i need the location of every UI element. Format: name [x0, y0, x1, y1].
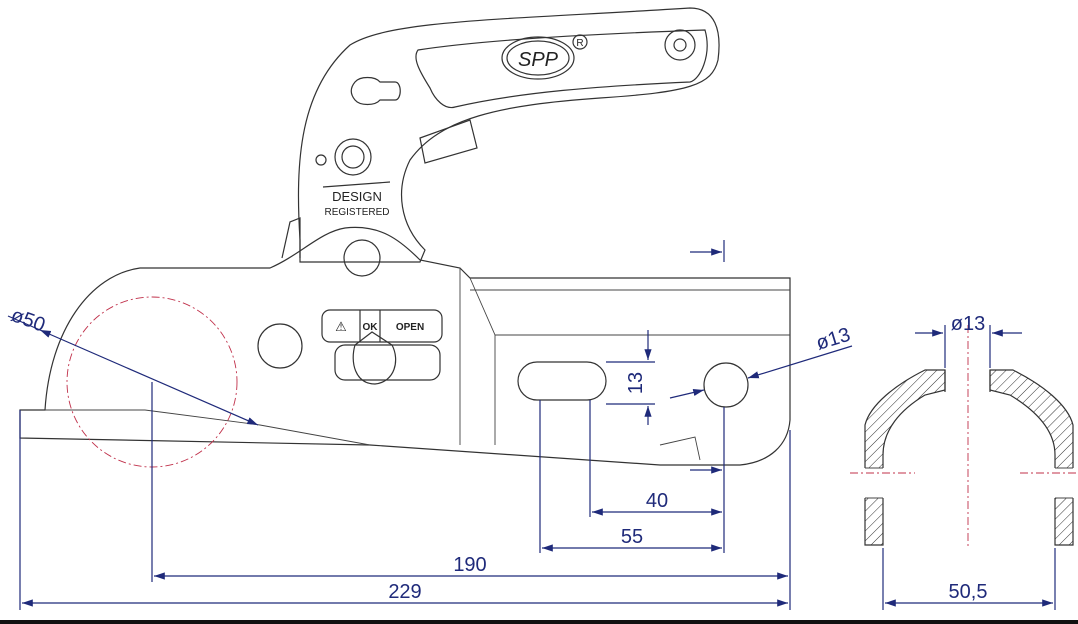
registered-label: REGISTERED: [324, 207, 389, 218]
section-width: 50,5: [949, 581, 988, 603]
ok-label: OK: [363, 322, 379, 333]
warning-icon: ⚠: [335, 319, 347, 334]
lever-handle: SPP R DESIGN REGISTERED: [281, 7, 720, 277]
dim-ball-diameter: ø50: [8, 304, 48, 336]
dim-hole-diameter: ø13: [814, 324, 853, 355]
cross-section-view: ø13 50,5: [850, 313, 1078, 610]
dim-40: 40: [646, 490, 668, 512]
dimensions: 229 190 55 40 13 ø13 ø50: [7, 240, 853, 610]
open-label: OPEN: [396, 322, 424, 333]
coupling-body: ⚠ OK OPEN: [19, 226, 791, 468]
design-label: DESIGN: [332, 189, 382, 204]
bolt-hole: [703, 362, 749, 408]
dim-190: 190: [453, 554, 486, 576]
section-hole-diameter: ø13: [951, 313, 985, 335]
keyhole-icon: [350, 76, 401, 106]
registered-mark: R: [576, 38, 583, 49]
dim-13: 13: [625, 372, 647, 394]
logo-oval: [501, 36, 575, 80]
logo-text: SPP: [518, 49, 559, 71]
dim-229: 229: [388, 581, 421, 603]
dim-55: 55: [621, 526, 643, 548]
slot: [517, 361, 607, 401]
